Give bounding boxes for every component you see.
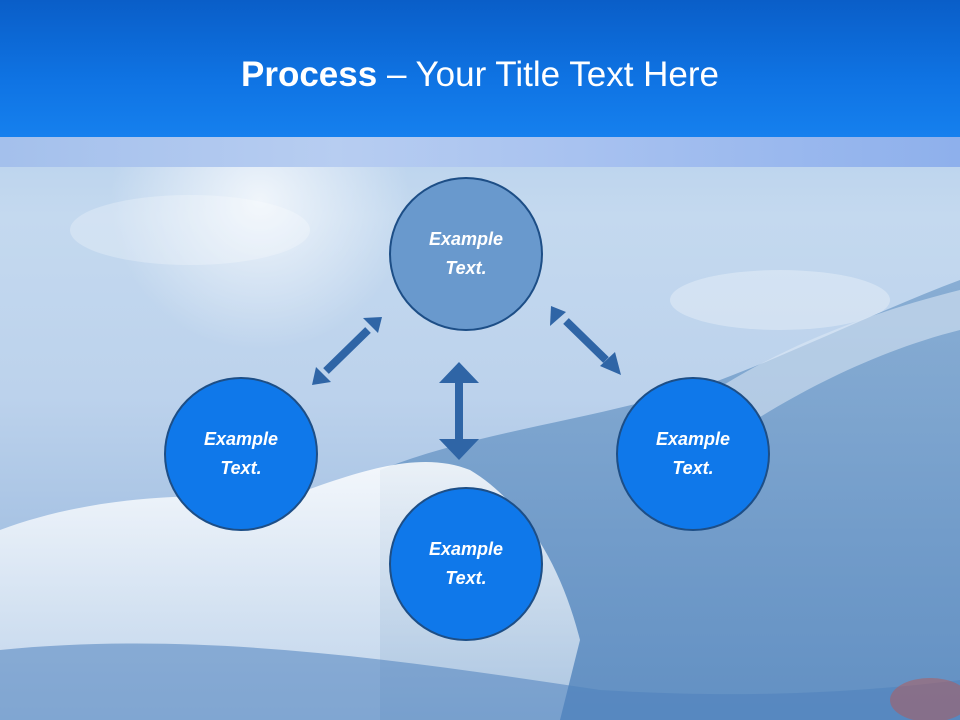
connector-top-bottom — [439, 362, 479, 460]
process-node-bottom: Example Text. — [389, 487, 543, 641]
node-label: Example Text. — [428, 229, 504, 278]
node-label: Example Text. — [655, 429, 731, 478]
node-label: Example Text. — [428, 539, 504, 588]
process-node-right: Example Text. — [616, 377, 770, 531]
slide-title: Process – Your Title Text Here — [0, 52, 960, 98]
title-rest: – Your Title Text Here — [377, 55, 719, 94]
connector-top-right — [550, 306, 621, 375]
process-node-top: Example Text. — [389, 177, 543, 331]
title-strong: Process — [241, 55, 378, 94]
title-header-bar — [0, 0, 960, 137]
connector-top-left — [312, 317, 382, 385]
process-node-left: Example Text. — [164, 377, 318, 531]
header-accent-strip — [0, 137, 960, 167]
node-label: Example Text. — [203, 429, 279, 478]
